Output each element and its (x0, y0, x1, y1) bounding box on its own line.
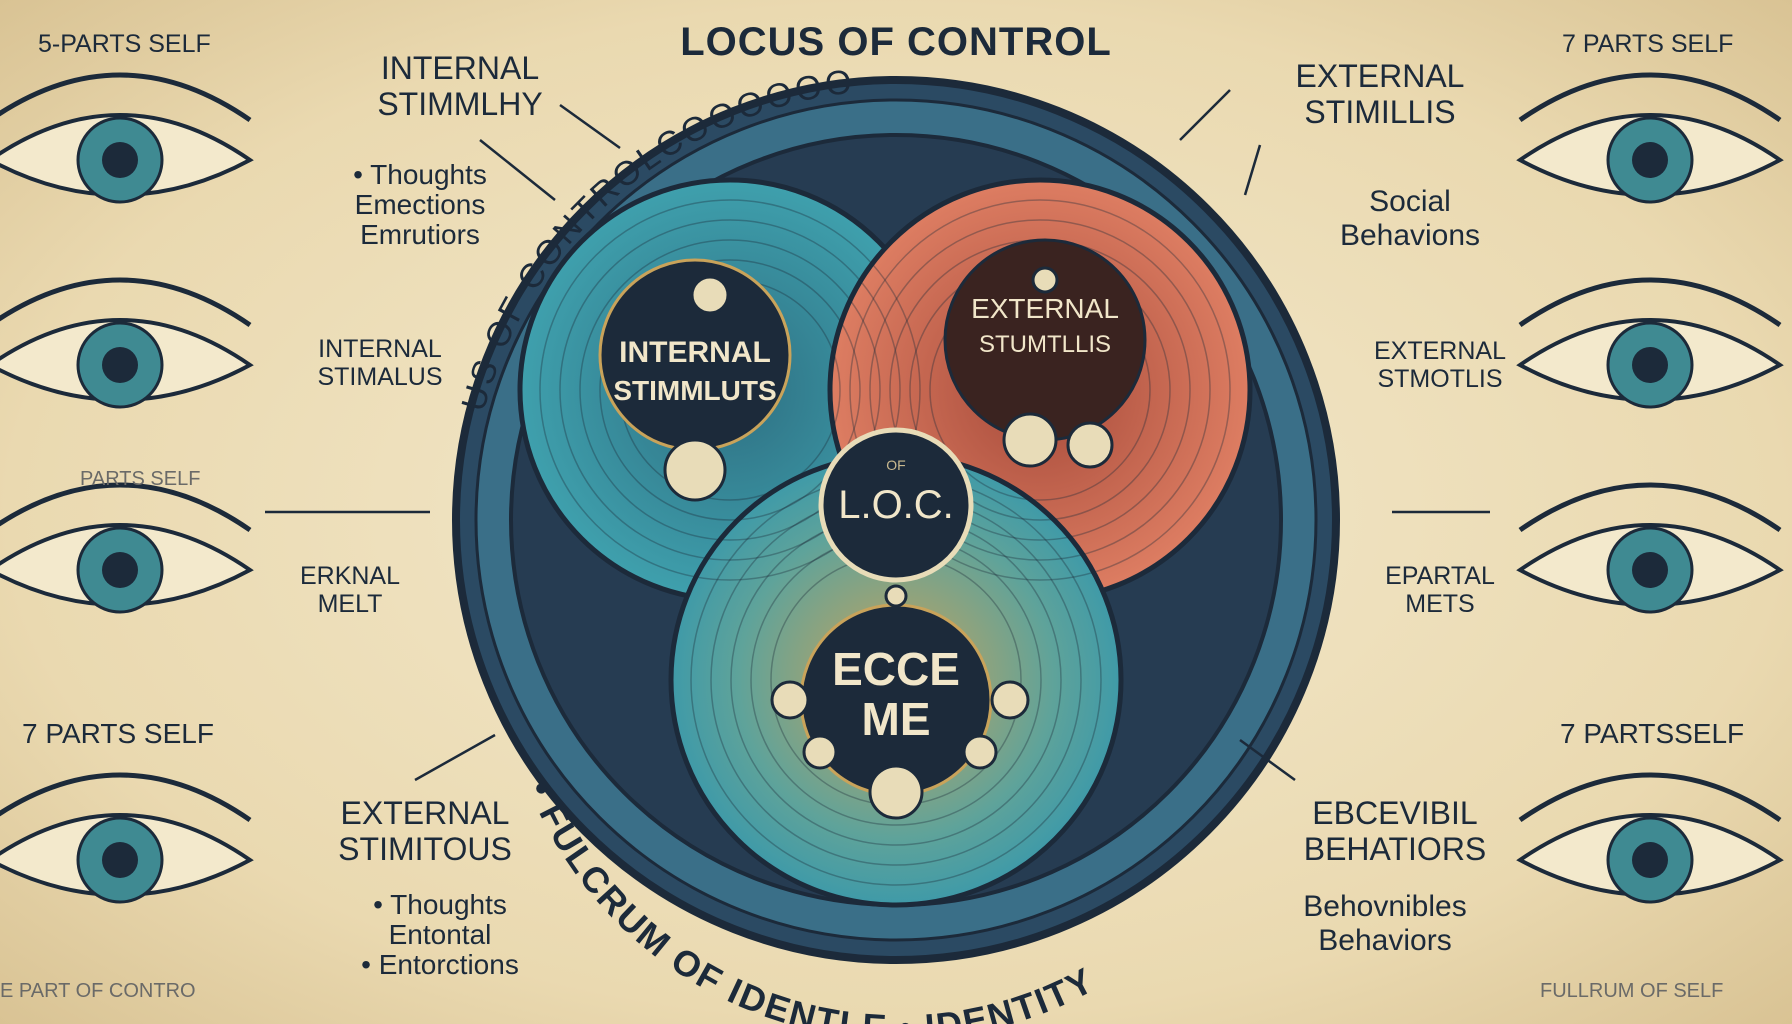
top-right-label: 7 PARTS SELF (1562, 30, 1734, 58)
external-circle-label-2: STUMTLLIS (979, 331, 1111, 358)
loc-medallion (818, 427, 974, 583)
ornaments (663, 266, 1114, 820)
top-left-label: 5-PARTS SELF (38, 30, 211, 58)
right-seven-parts: 7 PARTSSELF (1560, 718, 1745, 749)
center-label-1: ECCE (832, 643, 960, 695)
external-circle-label-1: EXTERNAL (971, 293, 1119, 324)
right-bottom-faint: FULLRUM OF SELF (1540, 980, 1724, 1002)
page-title: LOCUS OF CONTROL (680, 20, 1112, 64)
internal-circle-label-1: INTERNAL (619, 336, 771, 369)
eye-icon-right-4 (1516, 772, 1784, 904)
internal-circle-label-2: STIMMLUTS (613, 375, 776, 406)
left-bottom-faint: E PART OF CONTRO (0, 980, 196, 1002)
eye-icon-left-4 (0, 772, 254, 904)
center-label-2: ME (862, 693, 931, 745)
eye-icon-right-3 (1516, 482, 1784, 614)
eye-icon-left-3 (0, 482, 254, 614)
left-seven-parts: 7 PARTS SELF (22, 718, 214, 749)
eye-icon-right-2 (1516, 277, 1784, 409)
eye-icon-left-2 (0, 277, 254, 409)
left-parts-self-faint: PARTS SELF (80, 468, 201, 490)
connector-lines (265, 89, 1490, 782)
eye-icon-right-1 (1516, 72, 1784, 204)
eye-icon-left-1 (0, 72, 254, 204)
loc-small-label: OF (886, 457, 905, 473)
loc-label: L.O.C. (838, 483, 954, 527)
